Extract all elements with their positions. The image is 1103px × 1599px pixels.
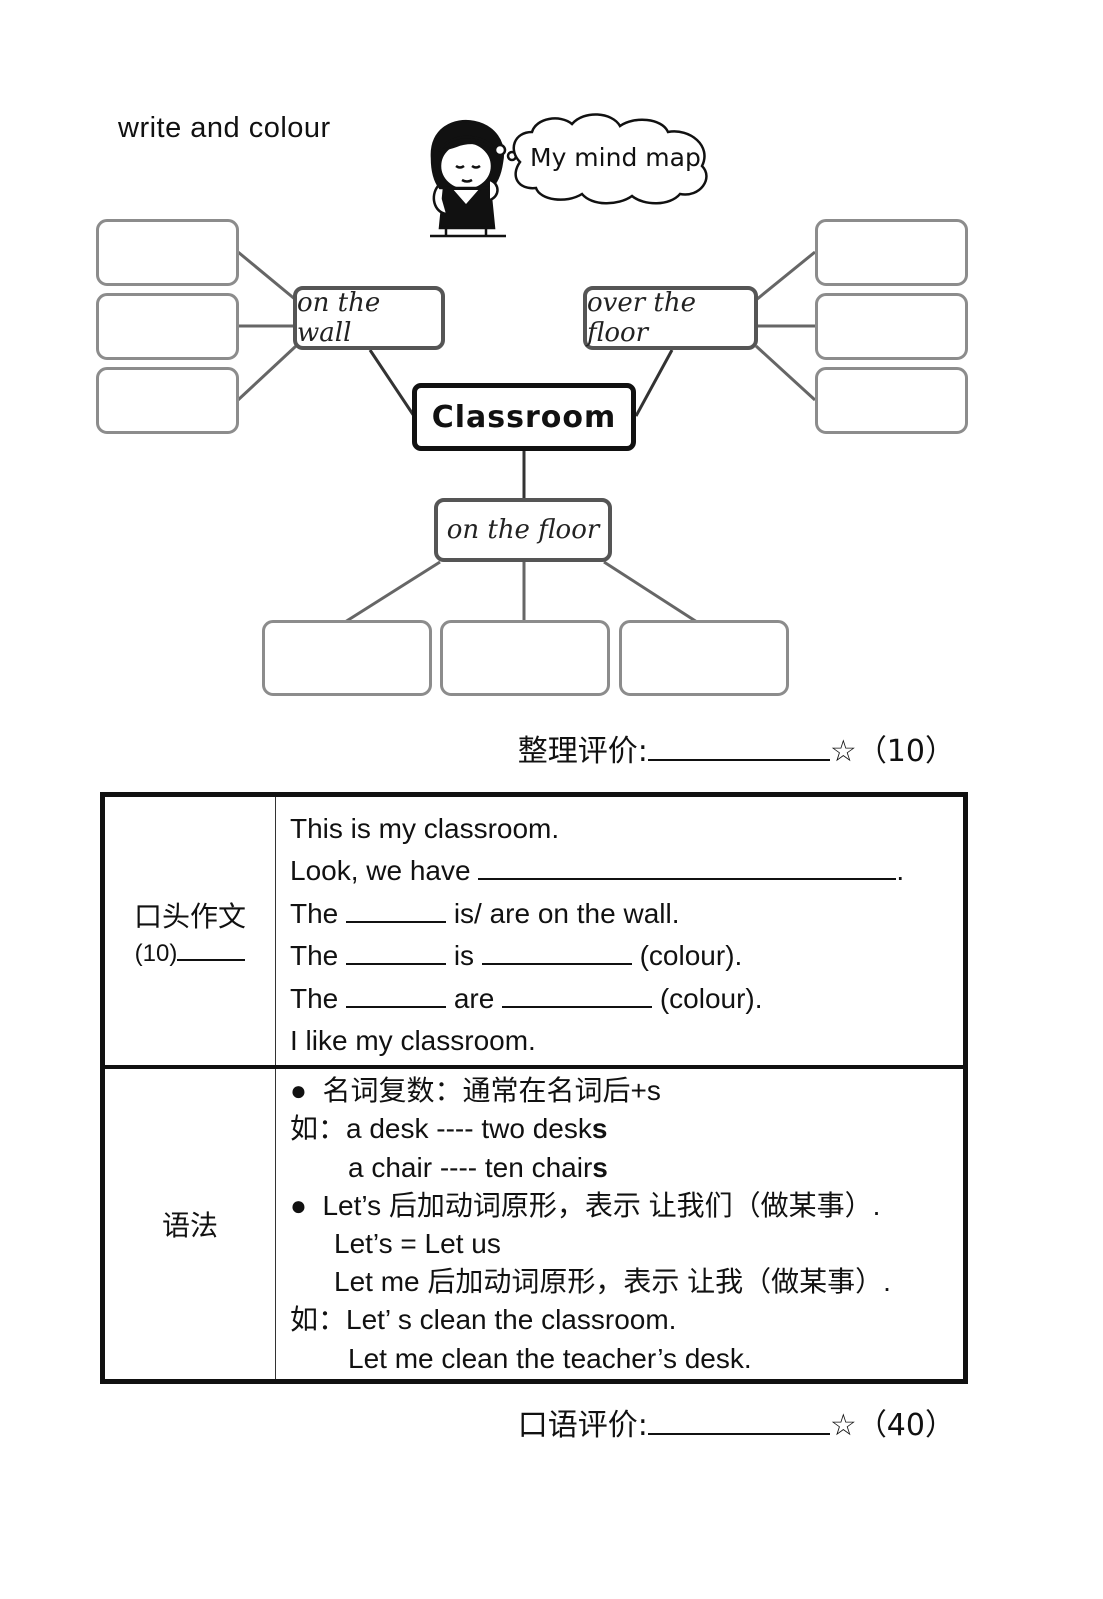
composition-blank-item-singular[interactable] xyxy=(346,937,447,965)
center-topic-classroom: Classroom xyxy=(412,383,636,451)
oral-evaluation-label: 口语评价: xyxy=(517,1408,648,1443)
topic-on-the-floor: on the floor xyxy=(434,498,612,562)
composition-line-2: Look, we have . xyxy=(290,850,963,893)
composition-line-5-end: (colour). xyxy=(659,982,763,1014)
organize-evaluation-points: （10） xyxy=(856,734,955,769)
grammar-line-plural-rule: ● 名词复数：通常在名词后+s xyxy=(290,1072,963,1110)
composition-line-4-end: (colour). xyxy=(639,940,743,971)
oral-composition-row: 口头作文 (10) This is my classroom. Look, we… xyxy=(102,794,966,1069)
organize-evaluation-blank[interactable] xyxy=(647,733,830,761)
oral-evaluation-blank[interactable] xyxy=(647,1407,830,1435)
grammar-line-let-me-rule: Let me 后加动词原形，表示 让我（做某事）. xyxy=(334,1266,891,1298)
composition-line-4: The is (colour). xyxy=(290,935,963,978)
star-icon: ☆ xyxy=(829,734,857,769)
topic-over-the-floor: over the floor xyxy=(583,286,758,350)
oral-composition-label-cell: 口头作文 (10) xyxy=(102,794,276,1069)
grammar-line-example-let-me: Let me clean the teacher’s desk. xyxy=(348,1342,752,1374)
girl-icon xyxy=(430,119,518,238)
grammar-row: 语法 ● 名词复数：通常在名词后+s 如：a desk ---- two des… xyxy=(102,1066,966,1382)
composition-line-2-text: Look, we have xyxy=(290,855,471,886)
example-desk-suffix: s xyxy=(591,1113,608,1145)
oral-evaluation-points: （40） xyxy=(856,1408,955,1443)
oral-composition-points: (10) xyxy=(134,939,178,967)
bullet-icon: ● xyxy=(290,1189,307,1221)
grammar-line-lets-rule: ● Let’s 后加动词原形，表示 让我们（做某事）. xyxy=(290,1187,963,1225)
grammar-line-example-desk: 如：a desk ---- two desks xyxy=(290,1110,963,1148)
oral-composition-label: 口头作文 xyxy=(133,900,246,932)
composition-line-2-end: . xyxy=(896,855,905,886)
example-chair-suffix: s xyxy=(592,1151,608,1183)
composition-line-1: This is my classroom. xyxy=(290,812,560,844)
thought-cloud-icon xyxy=(512,113,708,205)
answer-box-floor-3[interactable] xyxy=(619,620,789,696)
composition-blank-have[interactable] xyxy=(478,852,897,880)
answer-box-floor-2[interactable] xyxy=(440,620,610,696)
composition-line-4-verb: is xyxy=(453,940,475,971)
instruction-text: write and colour xyxy=(118,112,331,144)
grammar-line-example-lets: 如：Let’ s clean the classroom. xyxy=(290,1304,677,1336)
mind-map-title: My mind map xyxy=(530,143,701,172)
lets-rule-text: Let’s 后加动词原形，表示 让我们（做某事）. xyxy=(322,1189,881,1221)
answer-box-over-floor-1[interactable] xyxy=(815,219,968,286)
composition-line-5-verb: are xyxy=(453,982,495,1014)
composition-line-3-start: The xyxy=(290,897,339,929)
grammar-line-example-chair: a chair ---- ten chairs xyxy=(290,1149,963,1187)
bullet-icon: ● xyxy=(290,1075,307,1107)
composition-line-3-end: is/ are on the wall. xyxy=(453,897,680,929)
star-icon: ☆ xyxy=(829,1408,857,1443)
grammar-line-lets-equals: Let’s = Let us xyxy=(334,1228,501,1259)
topic-on-the-wall: on the wall xyxy=(293,286,445,350)
mind-map-connectors xyxy=(236,113,817,624)
composition-blank-item-plural[interactable] xyxy=(346,980,447,1008)
grammar-label: 语法 xyxy=(161,1210,218,1241)
plural-rule-text: 名词复数：通常在名词后+s xyxy=(322,1075,661,1107)
example-desk-text: 如：a desk ---- two desk xyxy=(290,1113,592,1145)
evaluation-table: 口头作文 (10) This is my classroom. Look, we… xyxy=(100,792,968,1384)
organize-evaluation-label: 整理评价: xyxy=(517,734,648,769)
answer-box-wall-2[interactable] xyxy=(96,293,239,360)
oral-composition-score: (10) xyxy=(106,939,274,968)
oral-composition-score-blank[interactable] xyxy=(177,939,246,961)
oral-evaluation: 口语评价: ☆（40） xyxy=(518,1400,955,1444)
example-chair-text: a chair ---- ten chair xyxy=(348,1151,593,1183)
organize-evaluation: 整理评价: ☆（10） xyxy=(518,726,955,770)
composition-line-5: The are (colour). xyxy=(290,978,963,1021)
oral-composition-content: This is my classroom. Look, we have . Th… xyxy=(275,794,966,1069)
answer-box-over-floor-3[interactable] xyxy=(815,367,968,434)
composition-blank-wall-item[interactable] xyxy=(346,895,447,923)
composition-line-3: The is/ are on the wall. xyxy=(290,893,963,936)
grammar-label-cell: 语法 xyxy=(102,1066,276,1382)
composition-line-4-start: The xyxy=(290,940,339,971)
composition-line-5-start: The xyxy=(290,982,339,1014)
answer-box-wall-3[interactable] xyxy=(96,367,239,434)
composition-line-6: I like my classroom. xyxy=(290,1025,536,1056)
answer-box-floor-1[interactable] xyxy=(262,620,432,696)
grammar-content: ● 名词复数：通常在名词后+s 如：a desk ---- two desks … xyxy=(275,1066,966,1382)
composition-blank-colour-singular[interactable] xyxy=(481,937,632,965)
composition-blank-colour-plural[interactable] xyxy=(502,980,653,1008)
answer-box-over-floor-2[interactable] xyxy=(815,293,968,360)
answer-box-wall-1[interactable] xyxy=(96,219,239,286)
